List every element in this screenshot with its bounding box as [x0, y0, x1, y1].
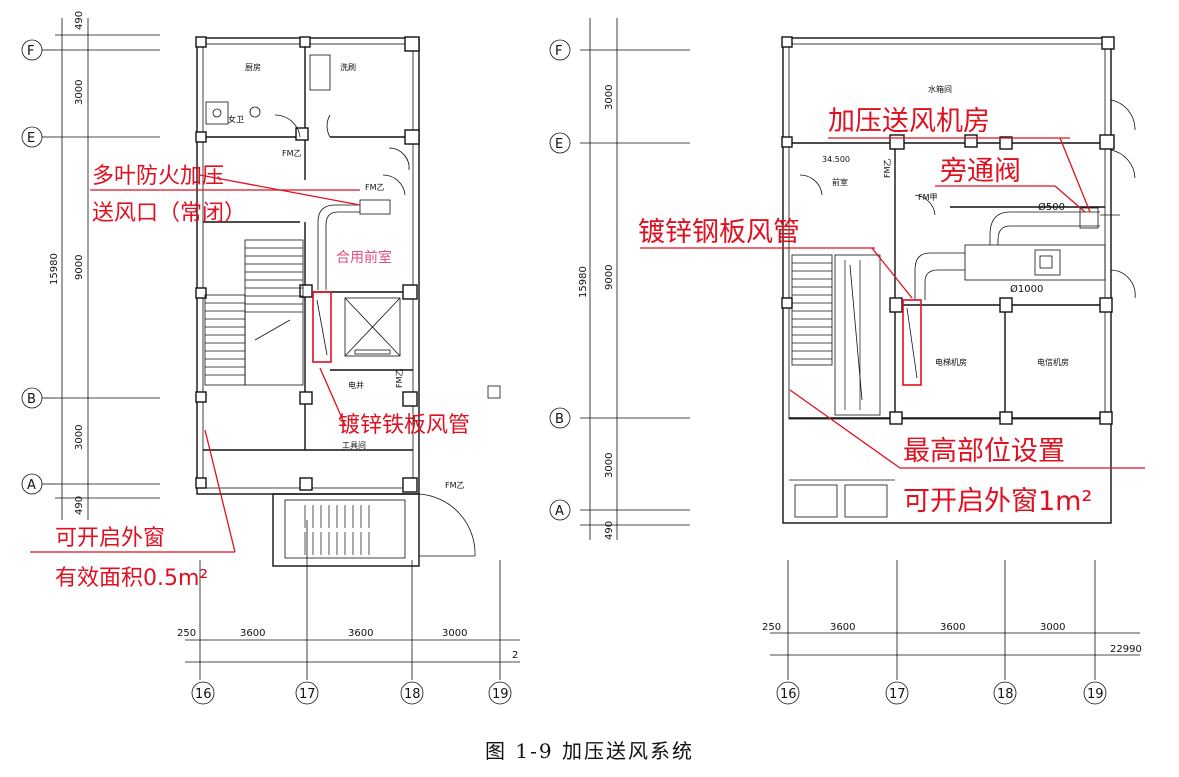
- dim-h-250: 250: [177, 628, 196, 639]
- r-door-label-1: FM乙: [883, 158, 892, 178]
- axis-bubble-A: A: [21, 473, 55, 495]
- annotation-damper-line1: 多叶防火加压: [92, 164, 224, 189]
- left-elevator: [344, 297, 401, 357]
- duct-size-500: Ø500: [1038, 201, 1065, 213]
- left-floor-plan: 490 3000 9000 3000 490 15980 F E B A: [21, 11, 520, 705]
- annotation-top-window-line1: 最高部位设置: [903, 436, 1065, 467]
- dim-h-3000: 3000: [442, 628, 467, 639]
- svg-text:F: F: [27, 44, 34, 59]
- svg-text:B: B: [555, 412, 564, 427]
- axis-bubble-B: B: [21, 387, 55, 409]
- svg-text:E: E: [27, 131, 35, 146]
- axis-bubble-18: 18: [400, 681, 424, 705]
- dim-3000-top: 3000: [74, 80, 85, 105]
- annotation-damper-line2: 送风口（常闭）: [92, 201, 246, 226]
- right-duct: [902, 207, 1120, 386]
- room-telecom: 电信机房: [1037, 357, 1069, 367]
- room-washroom: 洗刷: [340, 62, 356, 72]
- room-kitchen: 厨房: [245, 62, 261, 72]
- annotation-right-duct: 镀锌钢板风管: [638, 217, 800, 248]
- r-axis-bubble-17: 17: [885, 681, 909, 705]
- svg-text:16: 16: [195, 687, 212, 702]
- dim-9000: 9000: [74, 255, 85, 280]
- left-stair: [204, 239, 304, 386]
- r-axis-bubble-A: A: [549, 499, 571, 521]
- annotation-fan-room: 加压送风机房: [828, 106, 990, 137]
- room-elevator-machine: 电梯机房: [935, 357, 967, 367]
- svg-text:E: E: [555, 137, 563, 152]
- annotation-window-line1: 可开启外窗: [55, 526, 165, 551]
- svg-text:19: 19: [1087, 687, 1104, 702]
- dim-15980: 15980: [49, 253, 60, 285]
- r-axis-bubble-E: E: [549, 132, 571, 154]
- svg-text:16: 16: [780, 687, 797, 702]
- duct-size-1000: Ø1000: [1010, 283, 1043, 295]
- axis-bubble-16: 16: [191, 681, 215, 705]
- r-dim-h-3000: 3000: [1040, 622, 1065, 633]
- svg-text:A: A: [555, 504, 564, 519]
- room-water-tank: 水箱间: [928, 84, 952, 94]
- annotation-window-line2: 有效面积0.5m²: [55, 566, 208, 591]
- r-dim-15980: 15980: [578, 266, 589, 298]
- svg-text:17: 17: [889, 687, 906, 702]
- annotation-bypass-valve: 旁通阀: [940, 156, 1021, 187]
- axis-bubble-E: E: [21, 126, 55, 148]
- annotation-left-duct: 镀锌铁板风管: [338, 413, 470, 438]
- door-label-1: FM乙: [282, 149, 302, 158]
- r-dim-9000: 9000: [604, 265, 615, 290]
- svg-text:A: A: [27, 478, 36, 493]
- r-axis-bubble-19: 19: [1083, 681, 1107, 705]
- svg-text:19: 19: [492, 687, 509, 702]
- door-label-4: FM乙: [445, 481, 465, 490]
- r-door-label-2: FM甲: [918, 193, 938, 202]
- room-elec-shaft: 电井: [348, 380, 364, 390]
- dim-h-tail: 2: [512, 650, 518, 661]
- left-duct-highlight: [312, 291, 332, 363]
- r-dim-h-3600-a: 3600: [830, 622, 855, 633]
- right-floor-plan: 3000 9000 3000 490 15980 F E B A: [549, 18, 1145, 705]
- axis-bubble-F: F: [21, 39, 55, 61]
- room-front: 前室: [832, 177, 848, 187]
- room-toilet: 女卫: [228, 114, 244, 124]
- r-dim-total: 22990: [1110, 644, 1142, 655]
- svg-text:F: F: [555, 44, 562, 59]
- dim-h-3600-b: 3600: [348, 628, 373, 639]
- axis-bubble-17: 17: [295, 681, 319, 705]
- room-tool: 工具间: [342, 441, 366, 450]
- r-dim-490: 490: [604, 521, 615, 540]
- r-dim-h-250: 250: [762, 622, 781, 633]
- left-lower-stair: [272, 493, 476, 567]
- elevation-label: 34.500: [822, 155, 850, 164]
- axis-bubble-19: 19: [488, 681, 512, 705]
- r-axis-bubble-16: 16: [776, 681, 800, 705]
- dim-490-top: 490: [74, 11, 85, 30]
- dim-3000-bottom: 3000: [74, 425, 85, 450]
- right-duct-highlight: [902, 299, 922, 386]
- figure-caption: 图 1-9 加压送风系统: [485, 739, 694, 763]
- door-label-2: FM乙: [365, 183, 385, 192]
- r-axis-bubble-18: 18: [993, 681, 1017, 705]
- door-label-3: FM乙: [395, 368, 404, 388]
- svg-text:17: 17: [299, 687, 316, 702]
- svg-text:18: 18: [997, 687, 1014, 702]
- svg-text:18: 18: [404, 687, 421, 702]
- r-dim-3000-top: 3000: [604, 85, 615, 110]
- r-dim-3000-bottom: 3000: [604, 453, 615, 478]
- r-axis-bubble-B: B: [549, 407, 571, 429]
- svg-text:B: B: [27, 392, 36, 407]
- dim-h-3600-a: 3600: [240, 628, 265, 639]
- r-axis-bubble-F: F: [549, 39, 571, 61]
- annotation-top-window-line2: 可开启外窗1m²: [903, 486, 1092, 517]
- annotation-shared-lobby: 合用前室: [336, 249, 392, 266]
- left-duct: [312, 199, 391, 363]
- r-dim-h-3600-b: 3600: [940, 622, 965, 633]
- right-stair: [791, 254, 881, 416]
- dim-490-bottom: 490: [74, 496, 85, 515]
- right-outer-wall: [782, 37, 1112, 524]
